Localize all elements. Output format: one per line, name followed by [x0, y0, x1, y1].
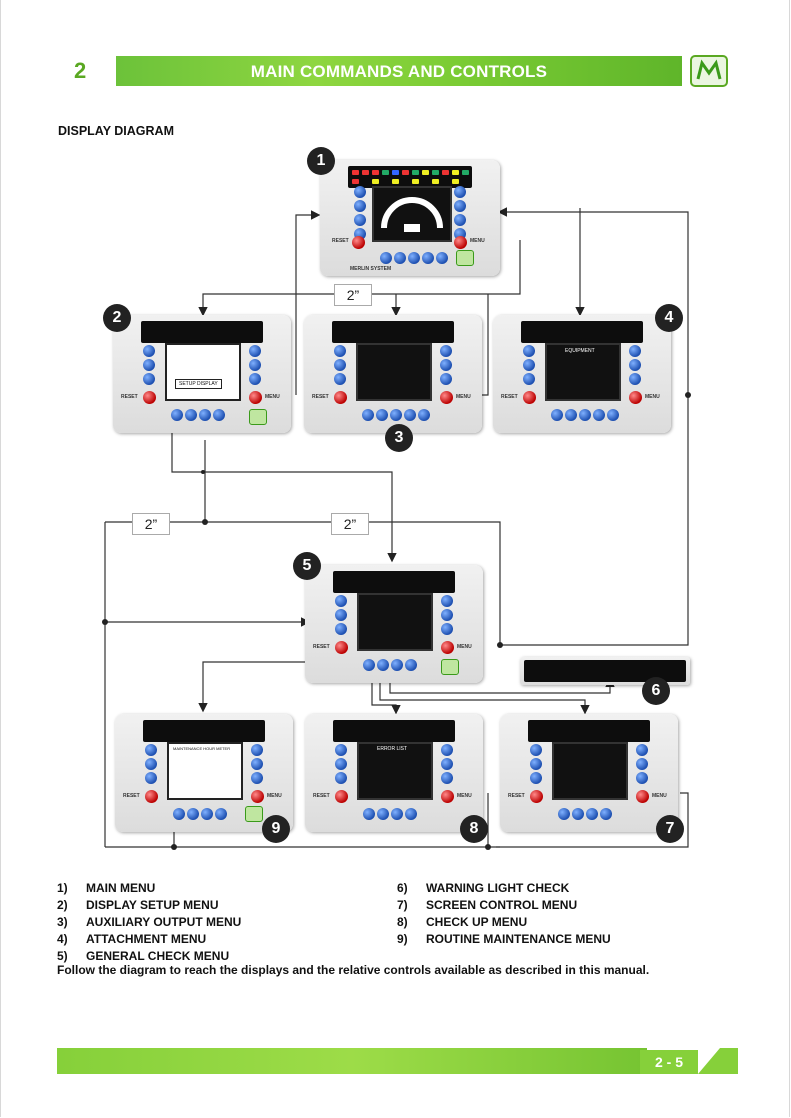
legend-label: GENERAL CHECK MENU: [86, 949, 230, 963]
legend-number: 1): [57, 881, 68, 895]
legend-number: 4): [57, 932, 68, 946]
footer-decoration: [720, 1048, 738, 1074]
chapter-title-bar: MAIN COMMANDS AND CONTROLS: [116, 56, 682, 86]
legend-item: 8) CHECK UP MENU: [397, 914, 611, 931]
legend-item: 5) GENERAL CHECK MENU: [57, 948, 241, 965]
legend-left: 1) MAIN MENU 2) DISPLAY SETUP MENU 3) AUXIL…: [57, 880, 241, 965]
legend-item: 9) ROUTINE MAINTENANCE MENU: [397, 931, 611, 948]
legend-label: WARNING LIGHT CHECK: [426, 881, 570, 895]
legend-label: SCREEN CONTROL MENU: [426, 898, 578, 912]
footer-bar: [57, 1048, 647, 1074]
chapter-number: 2: [74, 58, 87, 83]
legend-number: 2): [57, 898, 68, 912]
legend-item: 4) ATTACHMENT MENU: [57, 931, 241, 948]
legend-right: 6) WARNING LIGHT CHECK 7) SCREEN CONTROL M…: [397, 880, 611, 948]
legend-number: 6): [397, 881, 408, 895]
legend-number: 9): [397, 932, 408, 946]
legend-label: ATTACHMENT MENU: [86, 932, 207, 946]
legend-number: 7): [397, 898, 408, 912]
section-title: DISPLAY DIAGRAM: [58, 124, 174, 138]
instruction-note: Follow the diagram to reach the displays…: [57, 963, 650, 977]
legend-label: DISPLAY SETUP MENU: [86, 898, 219, 912]
legend-number: 8): [397, 915, 408, 929]
legend-label: MAIN MENU: [86, 881, 156, 895]
legend-item: 3) AUXILIARY OUTPUT MENU: [57, 914, 241, 931]
legend-label: ROUTINE MAINTENANCE MENU: [426, 932, 611, 946]
legend-item: 2) DISPLAY SETUP MENU: [57, 897, 241, 914]
footer-decoration: [698, 1048, 720, 1074]
legend-label: CHECK UP MENU: [426, 915, 528, 929]
legend-number: 5): [57, 949, 68, 963]
legend-item: 6) WARNING LIGHT CHECK: [397, 880, 611, 897]
legend-number: 3): [57, 915, 68, 929]
legend-label: AUXILIARY OUTPUT MENU: [86, 915, 242, 929]
chapter-title: MAIN COMMANDS AND CONTROLS: [250, 62, 548, 81]
brand-logo-icon: [690, 55, 728, 87]
legend-item: 7) SCREEN CONTROL MENU: [397, 897, 611, 914]
legend-item: 1) MAIN MENU: [57, 880, 241, 897]
page-number: 2 - 5: [640, 1050, 698, 1074]
